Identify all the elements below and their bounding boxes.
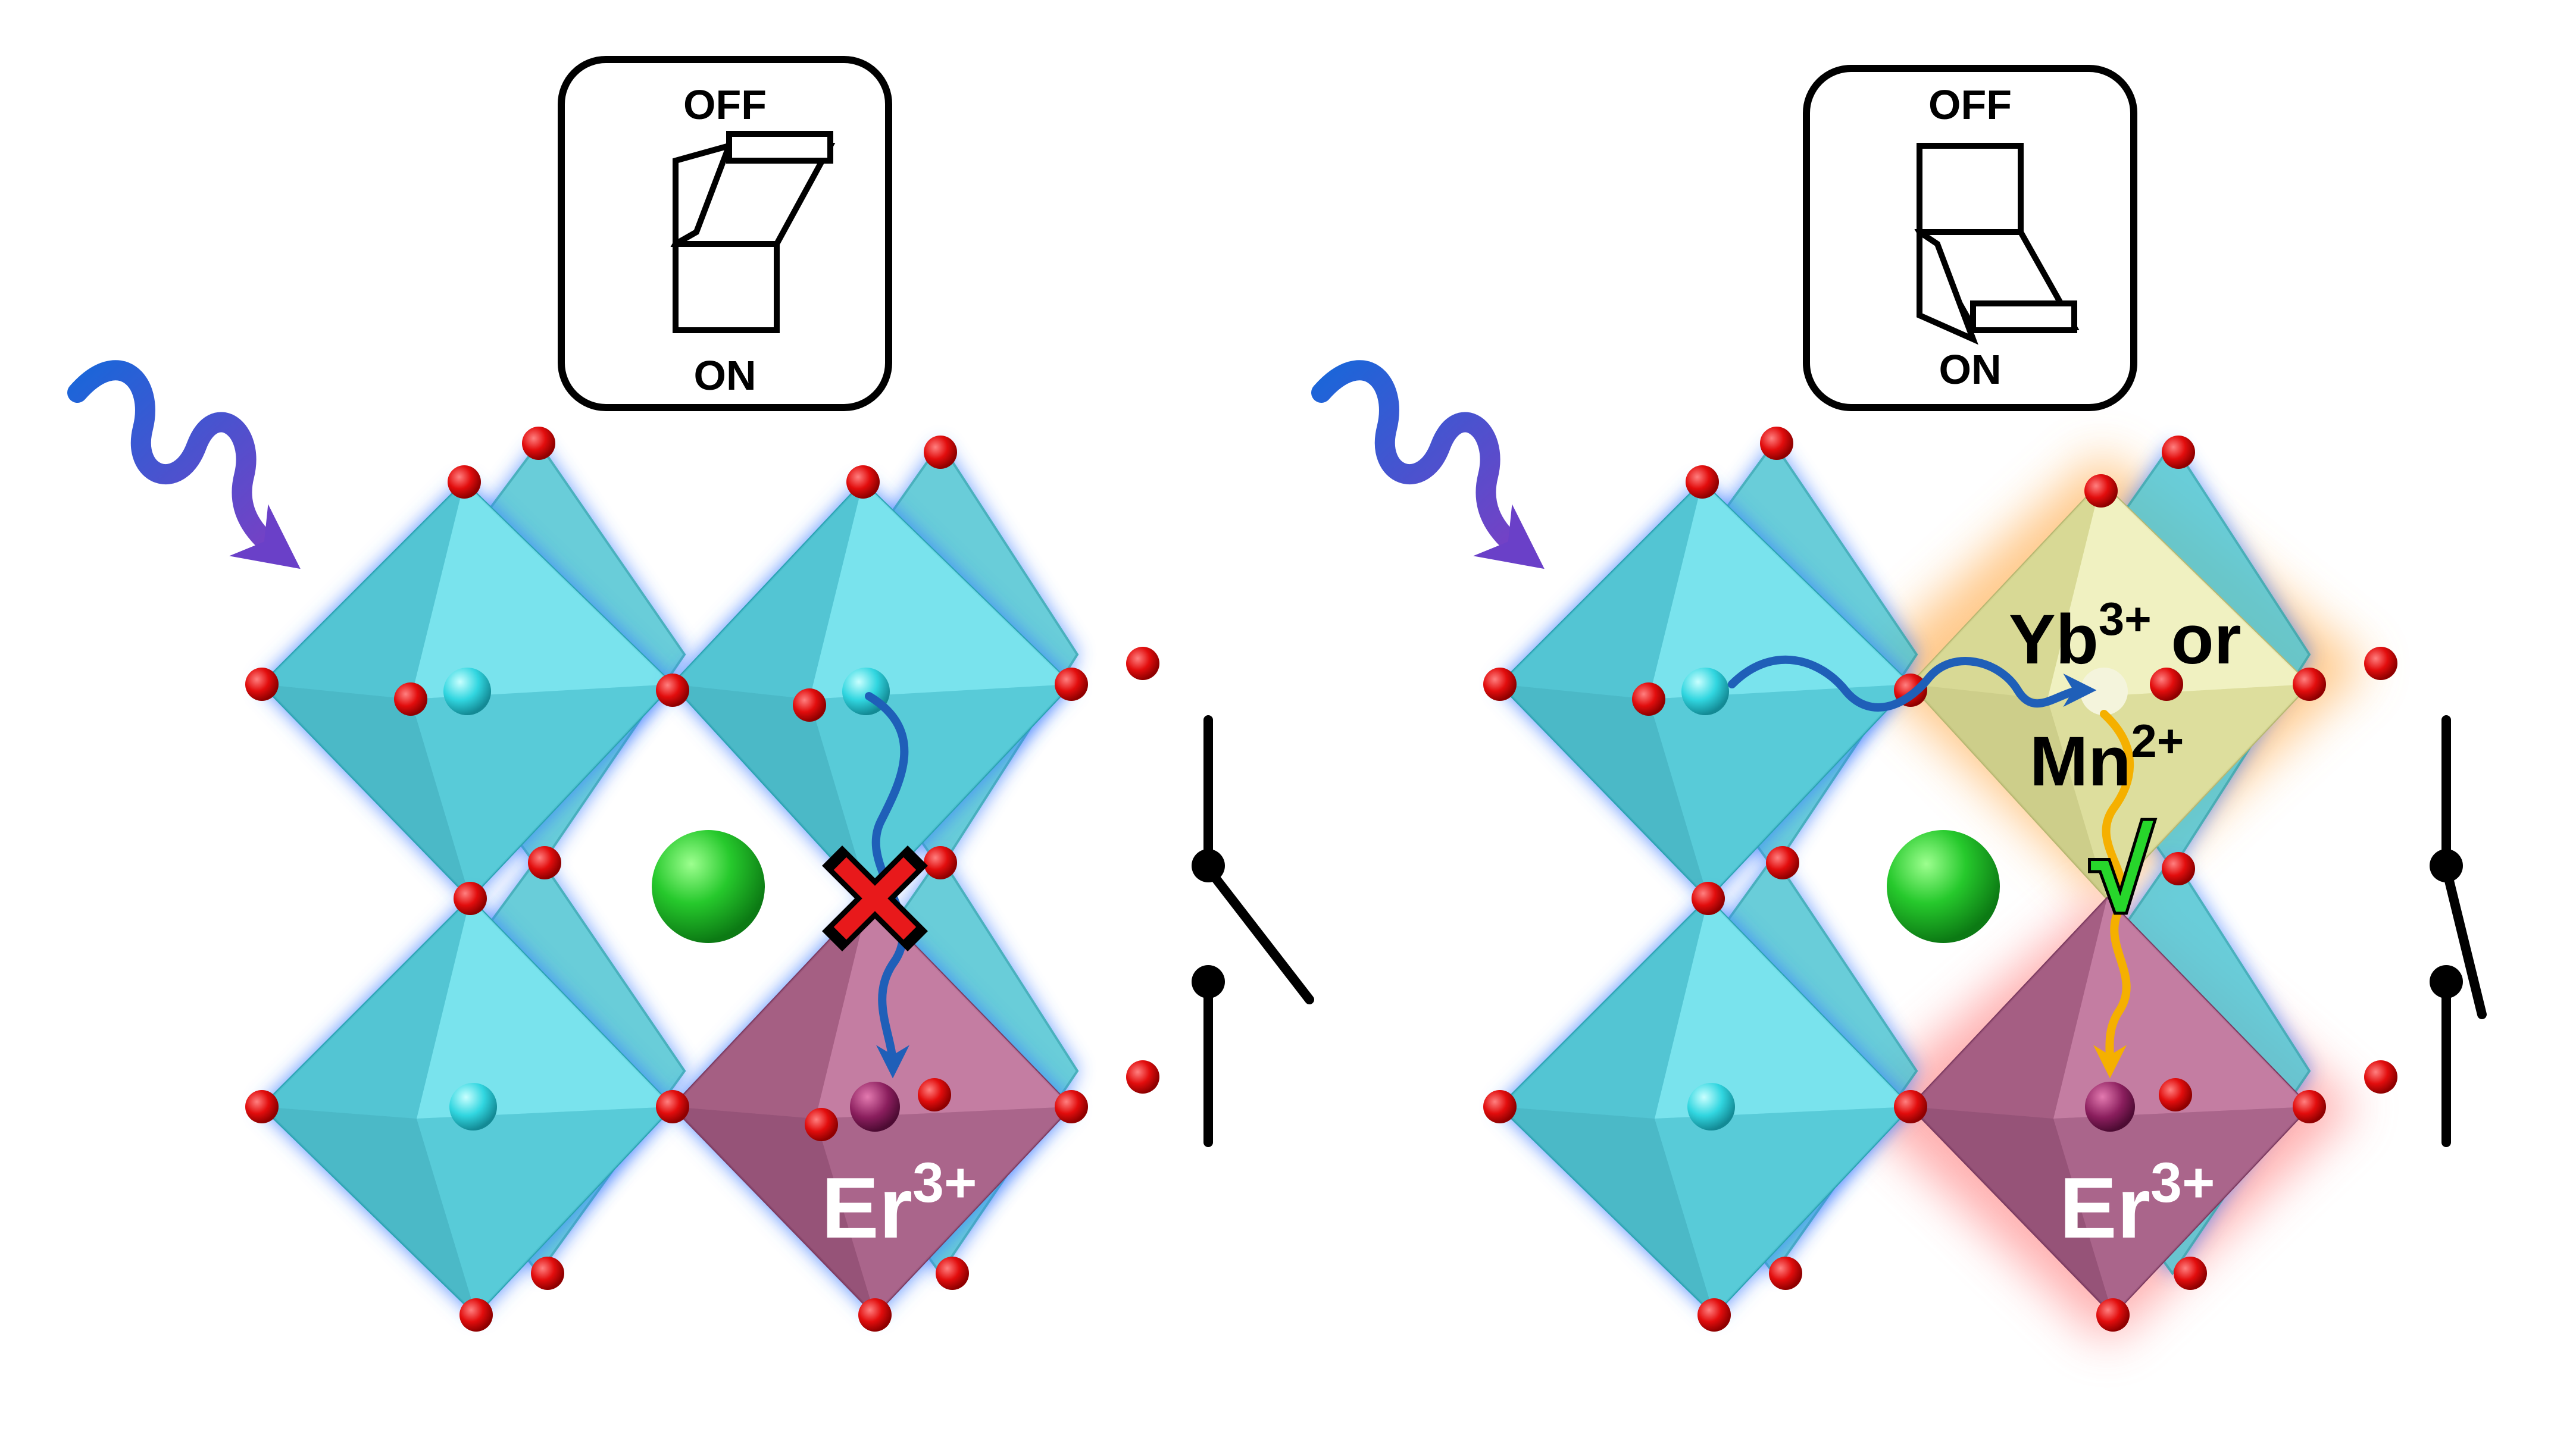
allowed-check-icon: √ xyxy=(2091,809,2153,935)
b-site-ion xyxy=(1687,1083,1735,1130)
circuit-node xyxy=(1192,849,1225,882)
circuit-node xyxy=(1192,965,1225,998)
svg-text:ON: ON xyxy=(1939,346,2002,393)
svg-text:OFF: OFF xyxy=(1928,82,2012,128)
switch-icon-on: OFF ON xyxy=(1803,65,2137,411)
svg-text:OFF: OFF xyxy=(683,82,767,128)
b-site-ion xyxy=(449,1083,497,1130)
dopant-label-line-1: Yb3+ or xyxy=(2009,593,2242,679)
circuit-switch-closed xyxy=(2441,715,2487,1147)
circuit-node xyxy=(2430,849,2463,882)
svg-text:ON: ON xyxy=(694,352,756,399)
octahedron-front-top-left xyxy=(260,480,674,900)
energy-transfer-arrow-to-er xyxy=(2093,710,2134,1079)
incident-light-wave-left xyxy=(67,360,301,569)
octahedron-front-bottom-left xyxy=(260,897,674,1317)
er-label-right: Er3+ xyxy=(2059,1151,2215,1256)
right-panel: Yb3+ or Mn2+ √ Er3+ OFF ON xyxy=(1311,65,2487,1345)
a-site-cation-right xyxy=(1887,830,2000,943)
circuit-switch-open xyxy=(1203,715,1314,1147)
oxygen-atoms-right xyxy=(1483,427,2397,1332)
circuit-node xyxy=(2430,965,2463,998)
b-site-ion xyxy=(1681,668,1729,715)
er-ion-left xyxy=(850,1082,900,1132)
energy-transfer-arrow-to-dopant xyxy=(1728,655,2097,712)
incident-light-wave-right xyxy=(1311,360,1545,569)
oxygen-atoms-left xyxy=(245,427,1159,1332)
er-ion-right xyxy=(2085,1082,2135,1132)
blocked-cross-icon xyxy=(822,845,928,951)
b-site-ion xyxy=(443,668,491,715)
a-site-cation-left xyxy=(652,830,765,943)
switch-icon-off: OFF ON xyxy=(558,56,892,411)
left-panel: Er3+ OFF ON xyxy=(67,56,1314,1332)
dopant-label-line-2: Mn2+ xyxy=(2030,715,2184,801)
er-label-left: Er3+ xyxy=(821,1151,977,1256)
